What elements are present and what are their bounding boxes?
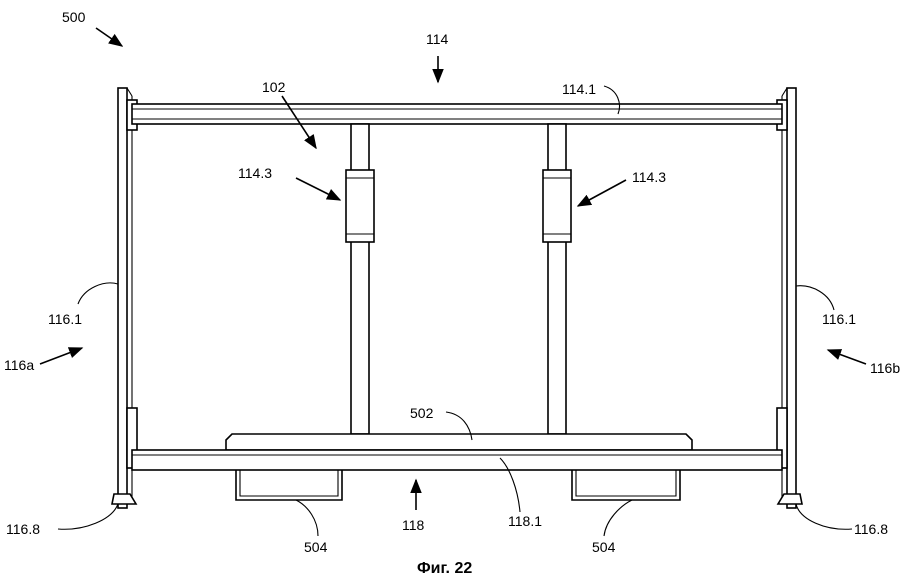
platform	[225, 433, 693, 451]
label-118-1: 118.1	[508, 513, 542, 529]
left-bin	[235, 470, 343, 501]
right-post	[776, 87, 803, 509]
label-114-3-left: 114.3	[238, 165, 272, 181]
figure-caption: Фиг. 22	[417, 560, 472, 577]
bottom-rail	[131, 449, 783, 471]
label-116a: 116a	[4, 357, 34, 373]
label-114: 114	[426, 31, 449, 47]
right-column	[542, 123, 572, 435]
labels: 500 114 114.1 102 114.3 114.3 116.1 116.…	[4, 9, 900, 577]
label-114-1: 114.1	[562, 81, 596, 97]
label-504-right: 504	[592, 539, 616, 555]
label-116-8-right: 116.8	[854, 521, 888, 537]
label-114-3-right: 114.3	[632, 169, 666, 185]
label-118: 118	[402, 517, 425, 533]
label-500: 500	[62, 9, 86, 25]
label-116-1-left: 116.1	[48, 311, 82, 327]
left-column	[345, 123, 375, 435]
label-116-1-right: 116.1	[822, 311, 856, 327]
label-502: 502	[410, 405, 434, 421]
label-102: 102	[262, 79, 286, 95]
label-504-left: 504	[304, 539, 328, 555]
label-116-8-left: 116.8	[6, 521, 40, 537]
left-post	[111, 87, 138, 509]
right-bin	[571, 470, 681, 501]
label-116b: 116b	[870, 360, 900, 376]
top-rail	[131, 103, 783, 125]
leader-lines	[39, 27, 867, 537]
